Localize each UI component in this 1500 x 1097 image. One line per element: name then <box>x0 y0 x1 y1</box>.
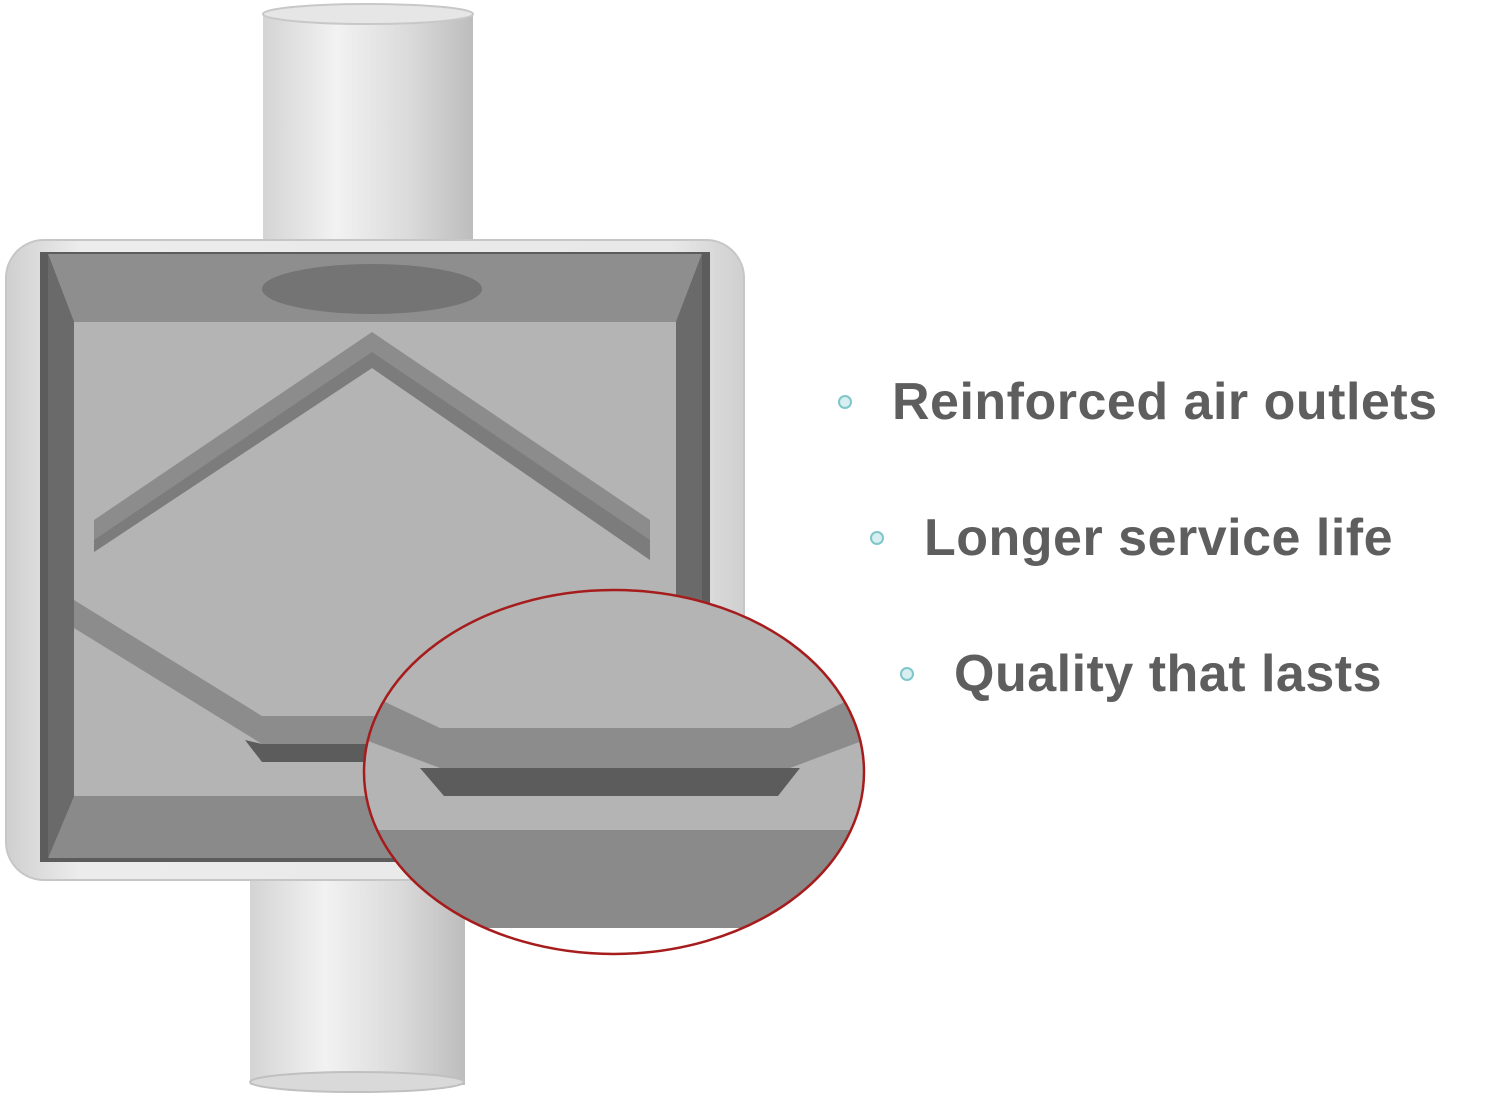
outlet-pipe <box>249 870 465 1093</box>
inlet-pipe <box>262 3 474 252</box>
zoom-ring <box>362 588 866 956</box>
